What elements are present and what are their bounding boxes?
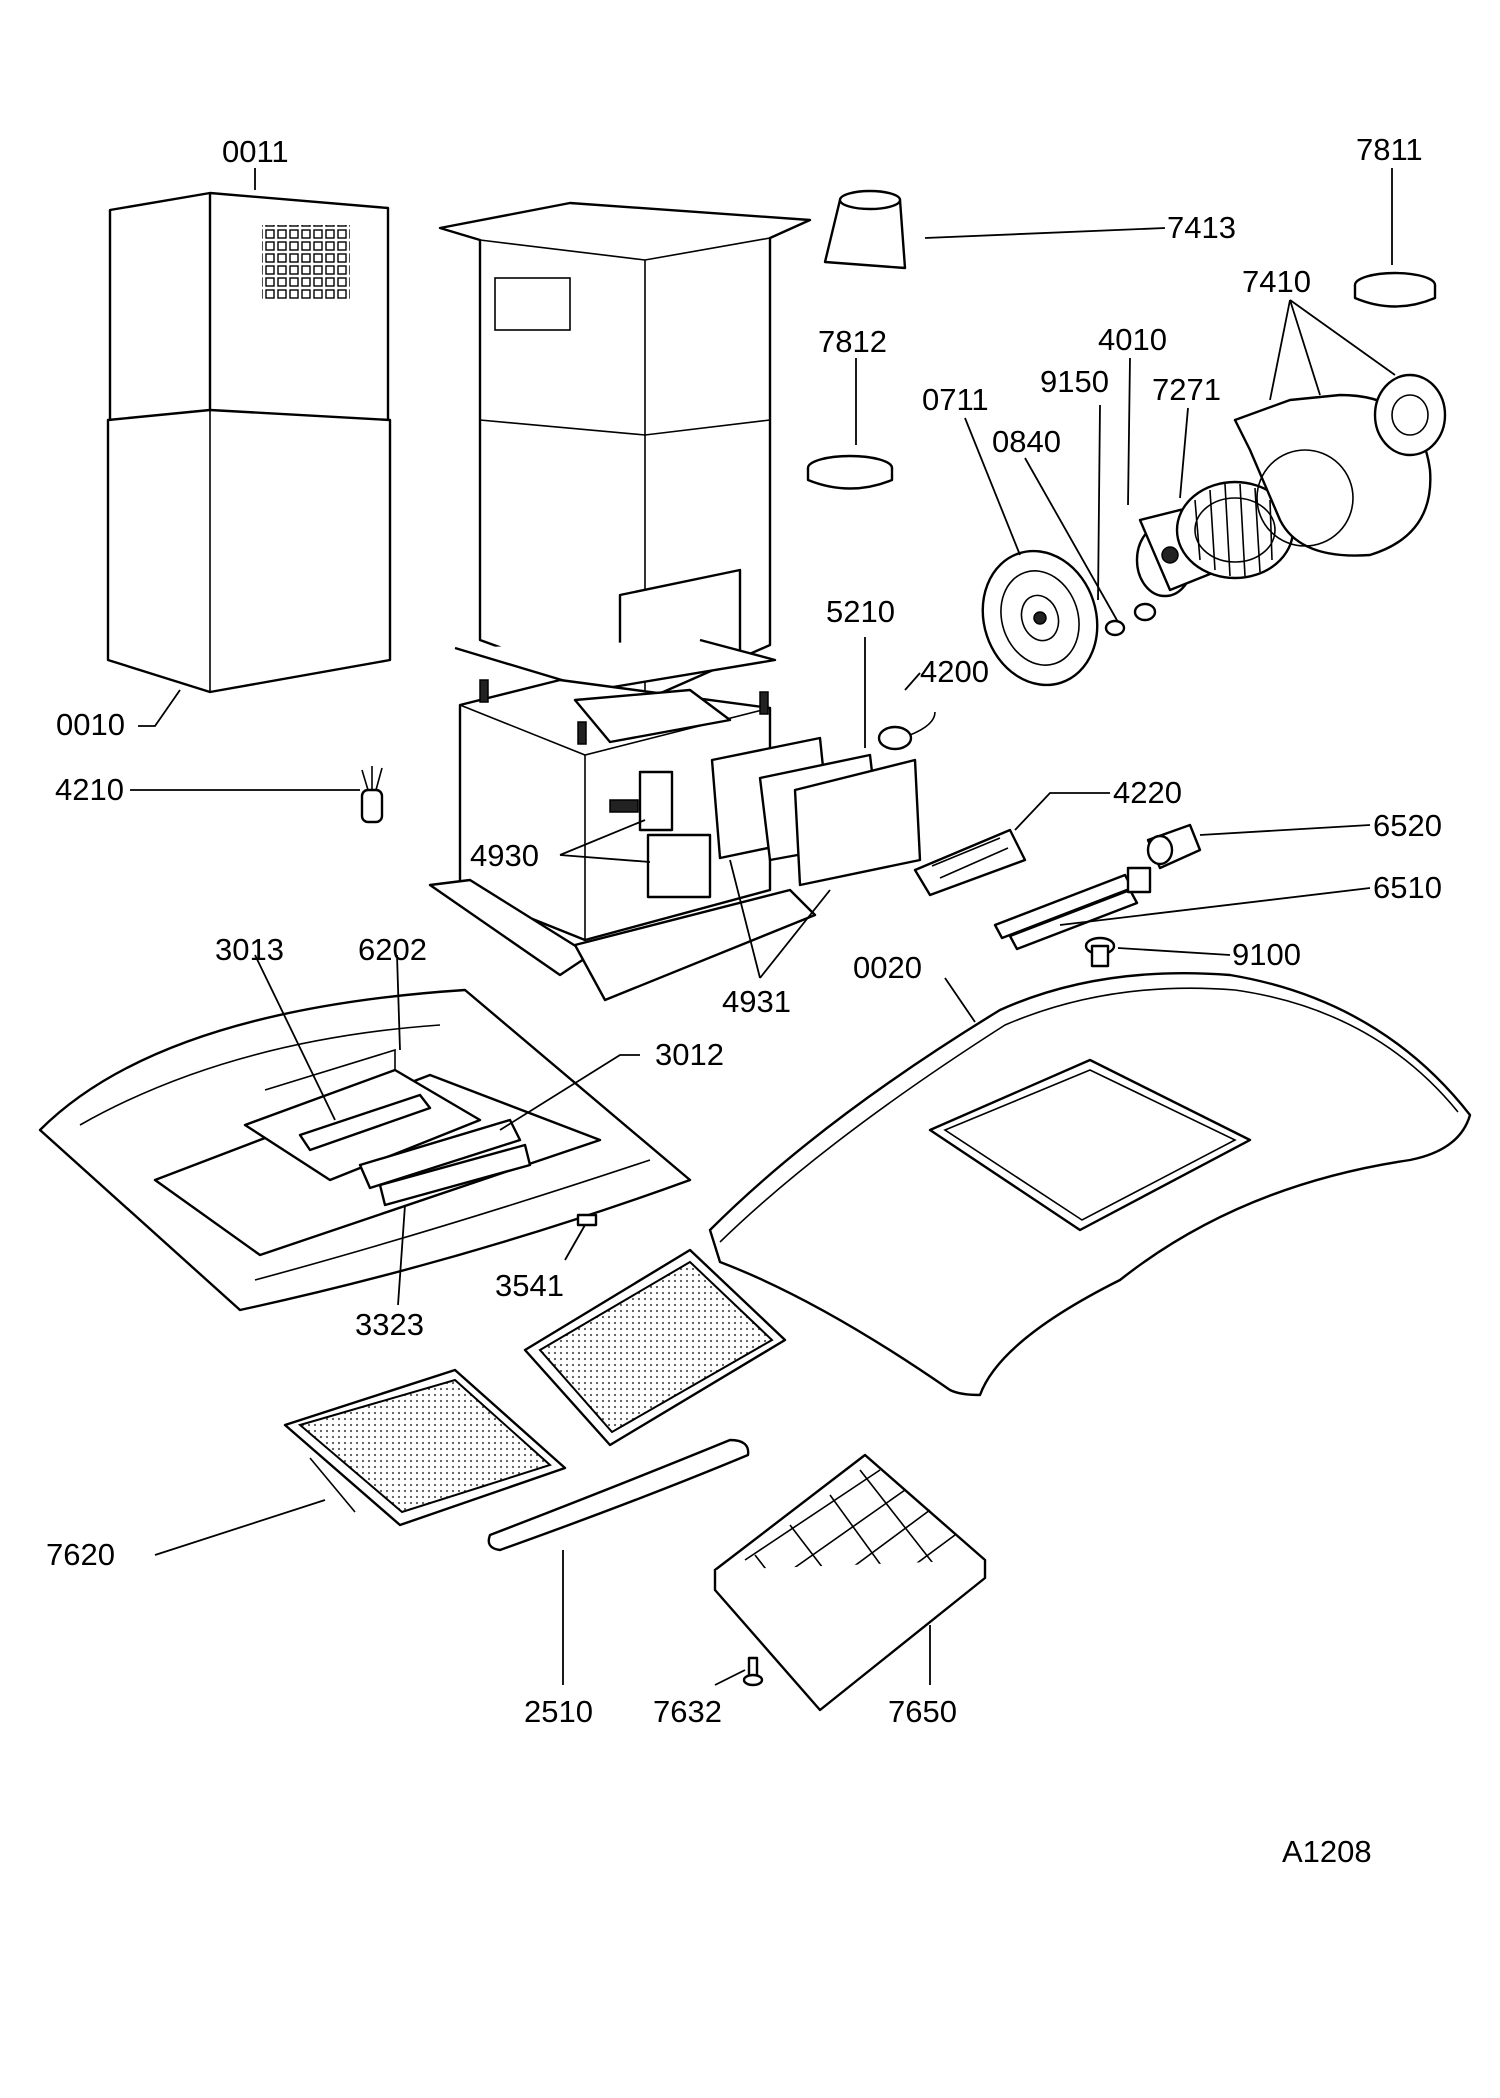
label-4931: 4931 xyxy=(722,984,791,1019)
chimney-frame xyxy=(438,201,812,702)
capacitor xyxy=(360,766,384,824)
label-3323: 3323 xyxy=(355,1307,424,1342)
label-4010: 4010 xyxy=(1098,322,1167,357)
label-4930: 4930 xyxy=(470,838,539,873)
duct-collar xyxy=(823,189,907,270)
label-9150: 9150 xyxy=(1040,364,1109,399)
screw-7632 xyxy=(742,1656,764,1687)
part-labels: 0011 0010 7413 7811 7410 7812 4010 9150 … xyxy=(46,132,1442,1869)
ring-7812 xyxy=(806,454,894,490)
label-0011: 0011 xyxy=(222,134,289,169)
label-4220: 4220 xyxy=(1113,775,1182,810)
screw-0840 xyxy=(1104,619,1126,637)
nut-9150 xyxy=(1133,602,1157,622)
fan-scroll-housing xyxy=(1233,373,1447,557)
label-3541: 3541 xyxy=(495,1268,564,1303)
label-4200: 4200 xyxy=(920,654,989,689)
terminal-block xyxy=(913,828,1027,897)
label-2510: 2510 xyxy=(524,1694,593,1729)
carbon-filter xyxy=(713,1453,987,1712)
fluorescent-lamp xyxy=(993,866,1152,951)
label-7632: 7632 xyxy=(653,1694,722,1729)
label-6520: 6520 xyxy=(1373,808,1442,843)
control-boards xyxy=(609,736,922,899)
chimney-lower-cover xyxy=(106,408,392,694)
lamp-holder xyxy=(1146,823,1202,870)
label-7620: 7620 xyxy=(46,1537,115,1572)
label-0020: 0020 xyxy=(853,950,922,985)
label-0010: 0010 xyxy=(56,707,125,742)
label-9100: 9100 xyxy=(1232,937,1301,972)
grease-filter-front xyxy=(283,1368,567,1527)
label-7271: 7271 xyxy=(1152,372,1221,407)
label-7812: 7812 xyxy=(818,324,887,359)
label-3012: 3012 xyxy=(655,1037,724,1072)
label-3013: 3013 xyxy=(215,932,284,967)
grease-filter-back xyxy=(523,1248,787,1447)
chimney-upper-cover xyxy=(108,191,390,422)
ring-7811 xyxy=(1353,271,1437,308)
motor-plate xyxy=(981,549,1099,687)
control-frame xyxy=(243,1048,598,1227)
label-0711: 0711 xyxy=(922,382,989,417)
label-7650: 7650 xyxy=(888,1694,957,1729)
label-0840: 0840 xyxy=(992,424,1061,459)
label-7410: 7410 xyxy=(1242,264,1311,299)
suppressor xyxy=(877,711,936,751)
label-6510: 6510 xyxy=(1373,870,1442,905)
label-5210: 5210 xyxy=(826,594,895,629)
trim-strip xyxy=(487,1438,750,1552)
label-6202: 6202 xyxy=(358,932,427,967)
drawing-code: A1208 xyxy=(1282,1834,1372,1869)
label-7811: 7811 xyxy=(1356,132,1423,167)
label-7413: 7413 xyxy=(1167,210,1236,245)
glass-canopy xyxy=(708,971,1472,1397)
leader-lines xyxy=(130,168,1396,1686)
knob-9100 xyxy=(1084,936,1116,968)
label-4210: 4210 xyxy=(55,772,124,807)
